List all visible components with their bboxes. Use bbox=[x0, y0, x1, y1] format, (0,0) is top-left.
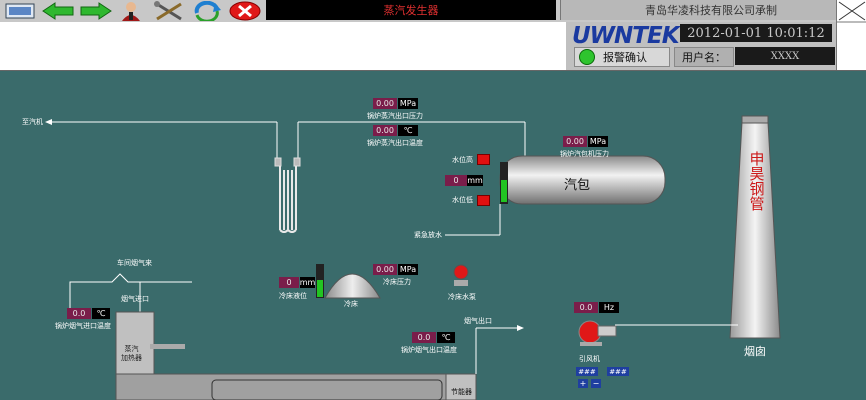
outlet-pressure-unit: MPa bbox=[398, 98, 418, 109]
gas-outlet-temp-unit: ℃ bbox=[437, 332, 455, 343]
outlet-pressure-value: 0.00 bbox=[373, 98, 397, 109]
gas-outlet-title: 烟气出口 bbox=[464, 317, 492, 325]
tools-icon[interactable] bbox=[152, 1, 186, 21]
fan-decrease-button[interactable]: − bbox=[591, 379, 601, 388]
gas-inlet-temp-unit: ℃ bbox=[92, 308, 110, 319]
cooling-level-unit: mm bbox=[299, 277, 316, 288]
cooling-pressure-unit: MPa bbox=[398, 264, 418, 275]
process-diagram bbox=[45, 115, 781, 400]
fan-setpoint-a[interactable]: ### bbox=[576, 367, 598, 376]
gas-inlet-temp-label: 锅炉烟气进口温度 bbox=[55, 322, 111, 330]
cooling-level-value: 0 bbox=[279, 277, 299, 288]
level-high-label: 水位高 bbox=[452, 156, 473, 164]
steam-heater-label: 蒸汽 加热器 bbox=[121, 345, 142, 362]
outlet-temp-value: 0.00 bbox=[373, 125, 397, 136]
level-low-label: 水位低 bbox=[452, 196, 473, 204]
drum-pressure-label: 锅炉汽包机压力 bbox=[560, 150, 609, 158]
status-light-icon bbox=[579, 49, 595, 65]
fan-label: 引风机 bbox=[579, 355, 600, 363]
user-label: 用户名： bbox=[674, 47, 734, 67]
arrow-right-icon[interactable] bbox=[78, 1, 114, 21]
clock-display: 2012-01-01 10:01:12 bbox=[680, 24, 832, 42]
cooling-bed bbox=[324, 273, 381, 299]
cooling-pump bbox=[453, 264, 469, 280]
close-icon[interactable] bbox=[228, 1, 262, 21]
drum-label: 汽包 bbox=[564, 178, 591, 193]
gas-outlet-temp-label: 锅炉烟气出口温度 bbox=[401, 346, 457, 354]
image-icon[interactable] bbox=[4, 1, 36, 21]
company-banner: 青岛华凌科技有限公司承制 bbox=[560, 0, 861, 20]
level-high-indicator bbox=[477, 154, 490, 165]
user-icon[interactable] bbox=[118, 1, 144, 21]
refresh-icon[interactable] bbox=[190, 1, 224, 21]
level-low-indicator bbox=[477, 195, 490, 206]
drum-pressure-unit: MPa bbox=[588, 136, 608, 147]
fan-freq-value: 0.0 bbox=[574, 302, 598, 313]
fan-setpoint-b[interactable]: ### bbox=[607, 367, 629, 376]
to-steam-label: 至汽机 bbox=[22, 118, 43, 126]
fan-increase-button[interactable]: + bbox=[578, 379, 588, 388]
gas-outlet-temp-value: 0.0 bbox=[412, 332, 436, 343]
outlet-pressure-label: 锅炉蒸汽出口压力 bbox=[367, 112, 423, 120]
cooling-bed-label: 冷床 bbox=[344, 300, 358, 308]
superheater bbox=[274, 157, 301, 233]
logo: UWNTEK bbox=[572, 23, 680, 49]
level-value: 0 bbox=[445, 175, 467, 186]
cooling-level-label: 冷床液位 bbox=[279, 292, 307, 300]
arrow-left-icon[interactable] bbox=[40, 1, 76, 21]
screen-title: 蒸汽发生器 bbox=[266, 0, 556, 20]
drum-pressure-value: 0.00 bbox=[563, 136, 587, 147]
stack-brand: 申昊钢管 bbox=[749, 150, 765, 213]
cooling-pressure-value: 0.00 bbox=[373, 264, 397, 275]
cooling-pressure-label: 冷床压力 bbox=[383, 278, 411, 286]
cooling-pump-label: 冷床水泵 bbox=[448, 293, 476, 301]
economizer-label: 节能器 bbox=[451, 388, 472, 396]
outlet-temp-label: 锅炉蒸汽出口温度 bbox=[367, 139, 423, 147]
outlet-temp-unit: ℃ bbox=[398, 125, 418, 136]
gas-inlet-title: 烟气进口 bbox=[121, 295, 149, 303]
emergency-drain-label: 紧急放水 bbox=[414, 231, 442, 239]
user-value[interactable]: XXXX bbox=[735, 47, 835, 65]
alarm-ack-button[interactable]: 报警确认 bbox=[574, 47, 670, 67]
right-scrollbar[interactable] bbox=[836, 0, 866, 70]
alarm-ack-label: 报警确认 bbox=[603, 51, 647, 64]
gas-inlet-temp-value: 0.0 bbox=[67, 308, 91, 319]
level-unit: mm bbox=[467, 175, 483, 186]
chimney-label: 烟囱 bbox=[744, 345, 766, 358]
fan-freq-unit: Hz bbox=[599, 302, 619, 313]
workshop-gas-label: 车间烟气来 bbox=[117, 259, 152, 267]
